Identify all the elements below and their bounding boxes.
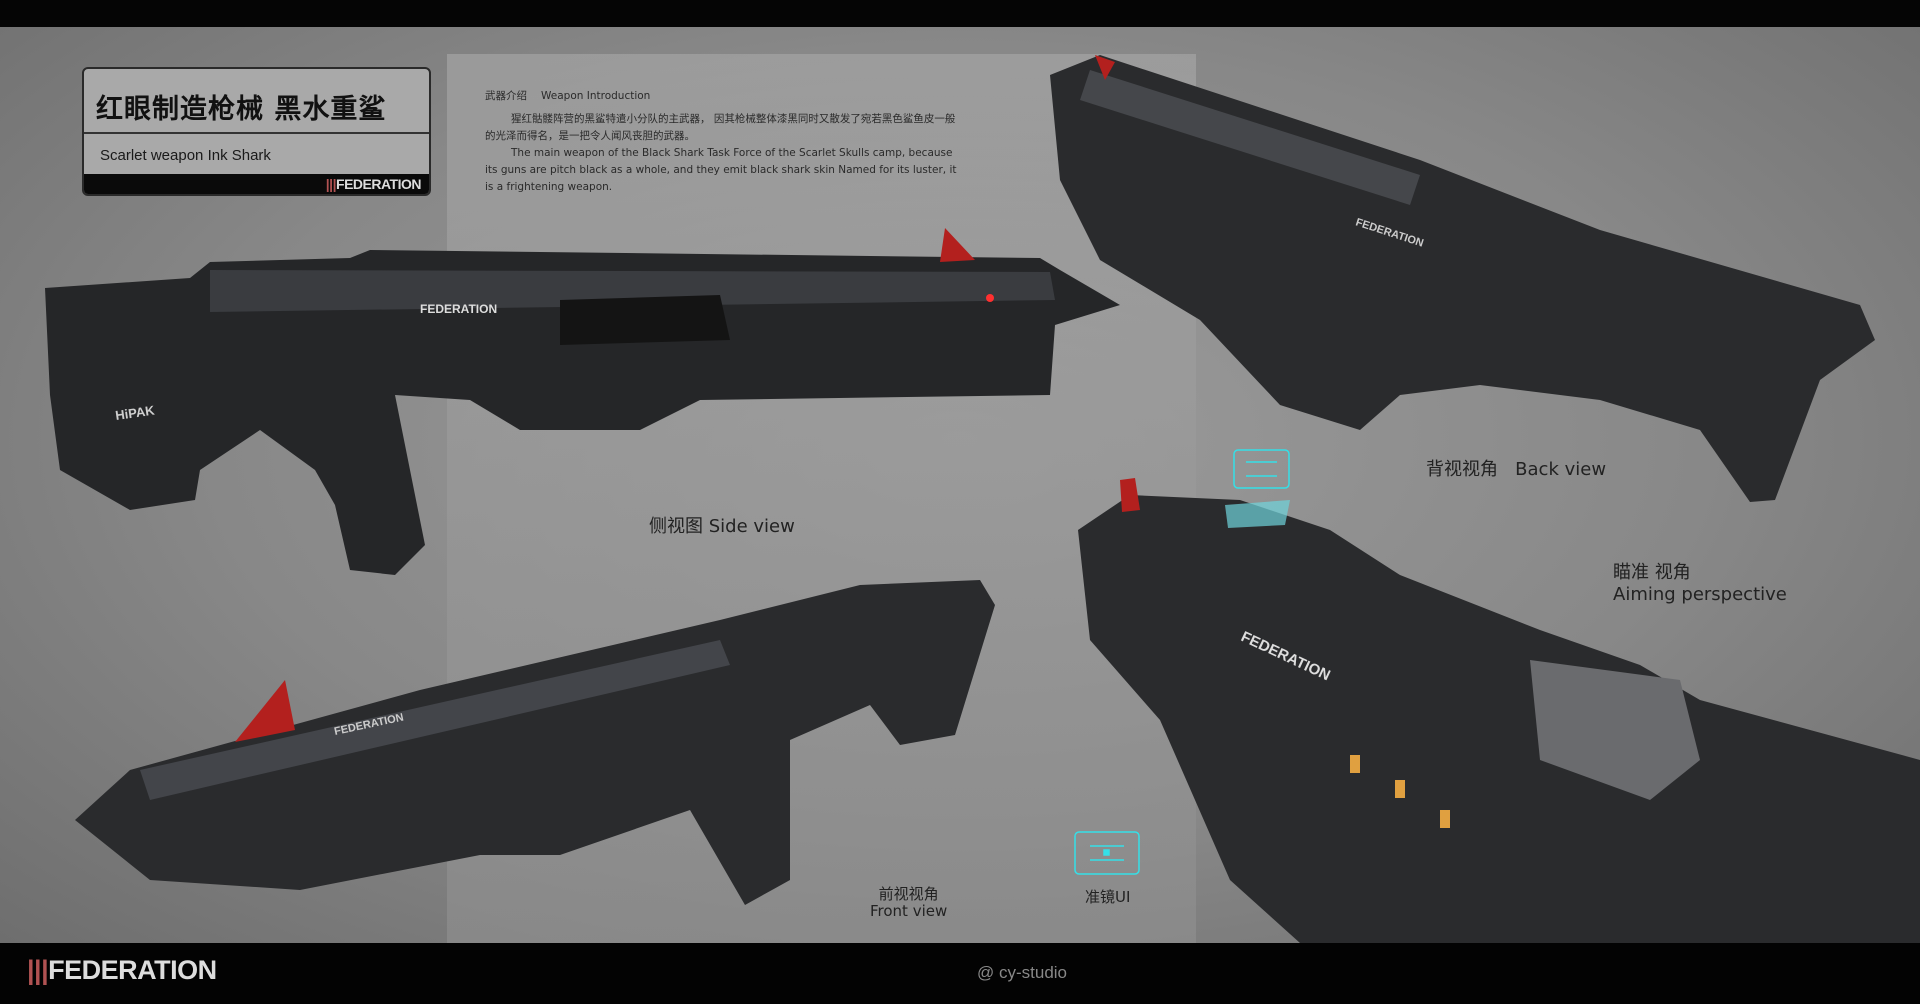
- aiming-view-gun: FEDERATION: [1078, 478, 1920, 943]
- intro-body-chinese: 猩红骷髅阵营的黑鲨特遣小分队的主武器， 因其枪械整体漆黑同时又散发了宛若黑色鲨鱼…: [485, 113, 956, 142]
- title-chinese: 红眼制造枪械 黑水重鲨: [84, 69, 429, 134]
- front-gun-body: [75, 580, 995, 905]
- aiming-gun-amber-light: [1350, 755, 1360, 773]
- side-view-gun: FEDERATION HiPAK: [45, 228, 1120, 575]
- title-box-footer: |||FEDERATION: [84, 174, 429, 194]
- side-gun-grip-rail: [560, 295, 730, 345]
- back-view-gun: FEDERATION: [1050, 55, 1875, 502]
- back-gun-rail: [1080, 70, 1420, 205]
- side-gun-brand-marking: FEDERATION: [420, 302, 497, 316]
- aiming-gun-amber-light: [1440, 810, 1450, 828]
- top-bar: [0, 0, 1920, 27]
- side-gun-red-sight: [940, 228, 975, 262]
- reticle-hologram-icon: [1233, 449, 1290, 489]
- side-gun-upper: [210, 270, 1055, 312]
- aiming-gun-red-sight: [1120, 478, 1140, 512]
- federation-logo: |||FEDERATION: [325, 176, 422, 192]
- aiming-gun-body: [1078, 495, 1920, 943]
- front-view-gun: FEDERATION: [75, 580, 995, 905]
- footer-federation-logo: |||FEDERATION: [27, 955, 217, 985]
- aiming-gun-amber-light: [1395, 780, 1405, 798]
- back-view-label: 背视视角 Back view: [1426, 459, 1607, 480]
- intro-body-english: The main weapon of the Black Shark Task …: [485, 147, 957, 193]
- side-gun-body: [45, 250, 1120, 575]
- reticle-ui-label: 准镜UI: [1085, 888, 1131, 906]
- reticle-ui-icon: [1074, 831, 1140, 875]
- aiming-gun-stock-block: [1530, 660, 1700, 800]
- side-gun-tag-marking: HiPAK: [114, 403, 156, 423]
- side-gun-red-light: [986, 294, 994, 302]
- studio-credit: @ cy-studio: [977, 963, 1068, 982]
- aiming-gun-cyan-sight: [1225, 500, 1290, 528]
- title-english: Scarlet weapon Ink Shark: [100, 147, 271, 164]
- front-gun-red-sight: [235, 680, 295, 742]
- title-box: 红眼制造枪械 黑水重鲨 Scarlet weapon Ink Shark |||…: [82, 67, 431, 196]
- back-gun-red-sight: [1095, 55, 1115, 80]
- bottom-bar: [0, 943, 1920, 1004]
- side-view-label: 侧视图 Side view: [649, 516, 795, 537]
- back-gun-body: [1050, 55, 1875, 502]
- front-gun-rail: [140, 640, 730, 800]
